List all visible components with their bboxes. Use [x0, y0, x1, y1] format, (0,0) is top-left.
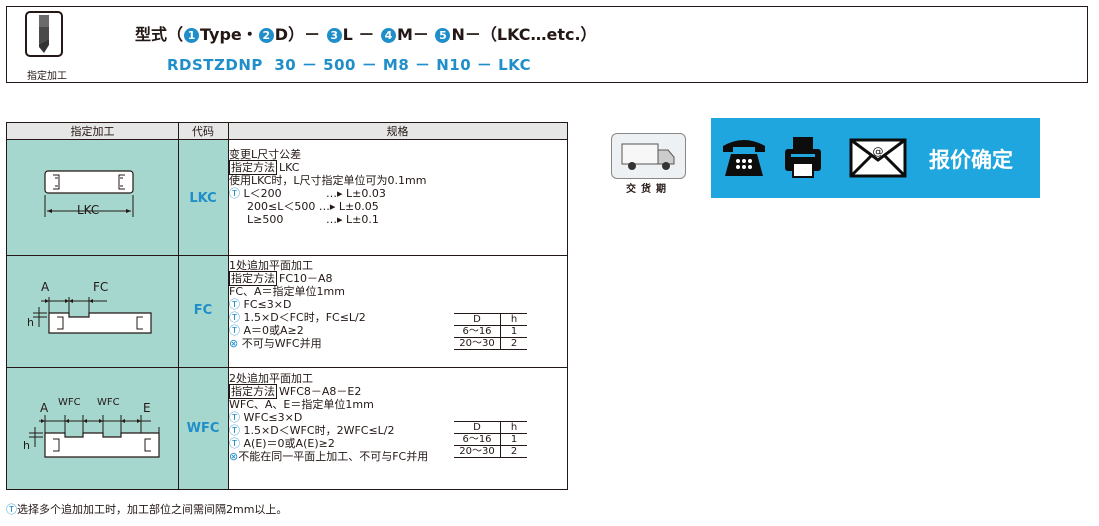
row-fc-code-cell	[179, 256, 228, 367]
quote-button-label[interactable]: 报价确定	[929, 148, 1013, 172]
phone-icon[interactable]	[721, 136, 767, 178]
quote-banner[interactable]: @ 报价确定	[711, 118, 1040, 198]
tip-icon: Ⓣ	[229, 411, 240, 424]
tip-icon: Ⓣ	[229, 437, 240, 450]
lkc-diagram-label: LKC	[77, 203, 100, 217]
row-fc-code: FC	[193, 303, 213, 318]
row-lkc-code-cell	[179, 140, 228, 255]
column-header-code: 代码	[178, 123, 228, 140]
tip-icon: Ⓣ	[229, 424, 240, 437]
tip-icon: Ⓣ	[229, 298, 240, 311]
prohibited-icon: ⊗	[229, 337, 239, 350]
wfc-diagram	[29, 415, 160, 458]
mail-icon[interactable]: @	[849, 138, 907, 178]
lkc-diagram	[44, 170, 134, 217]
row-lkc-diagram-cell	[7, 140, 178, 255]
footnote: Ⓣ选择多个追加加工时，加工部位之间需间隔2mm以上。	[6, 503, 288, 516]
logo-label: 指定加工	[27, 71, 67, 82]
column-header-spec: 规格	[228, 123, 567, 140]
row-lkc-code: LKC	[189, 191, 217, 206]
fc-diagram	[33, 297, 152, 334]
fax-icon[interactable]	[783, 135, 823, 179]
delivery-label: 交货期	[626, 184, 671, 195]
row-wfc-code: WFC	[186, 421, 220, 436]
drill-icon	[25, 11, 63, 57]
row-fc-diagram-cell	[7, 256, 178, 367]
tip-icon: Ⓣ	[6, 503, 17, 516]
truck-icon[interactable]	[611, 133, 686, 179]
tip-icon: Ⓣ	[229, 311, 240, 324]
tip-icon: Ⓣ	[229, 187, 240, 200]
prohibited-icon: ⊗	[229, 450, 239, 463]
tip-icon: Ⓣ	[229, 324, 240, 337]
svg-text:@: @	[873, 145, 884, 158]
column-header-process: 指定加工	[7, 123, 178, 140]
example-model: RDSTZDNP 30 － 500 － M8 － N10 － LKC	[167, 56, 532, 74]
row-wfc-code-cell	[179, 368, 228, 489]
